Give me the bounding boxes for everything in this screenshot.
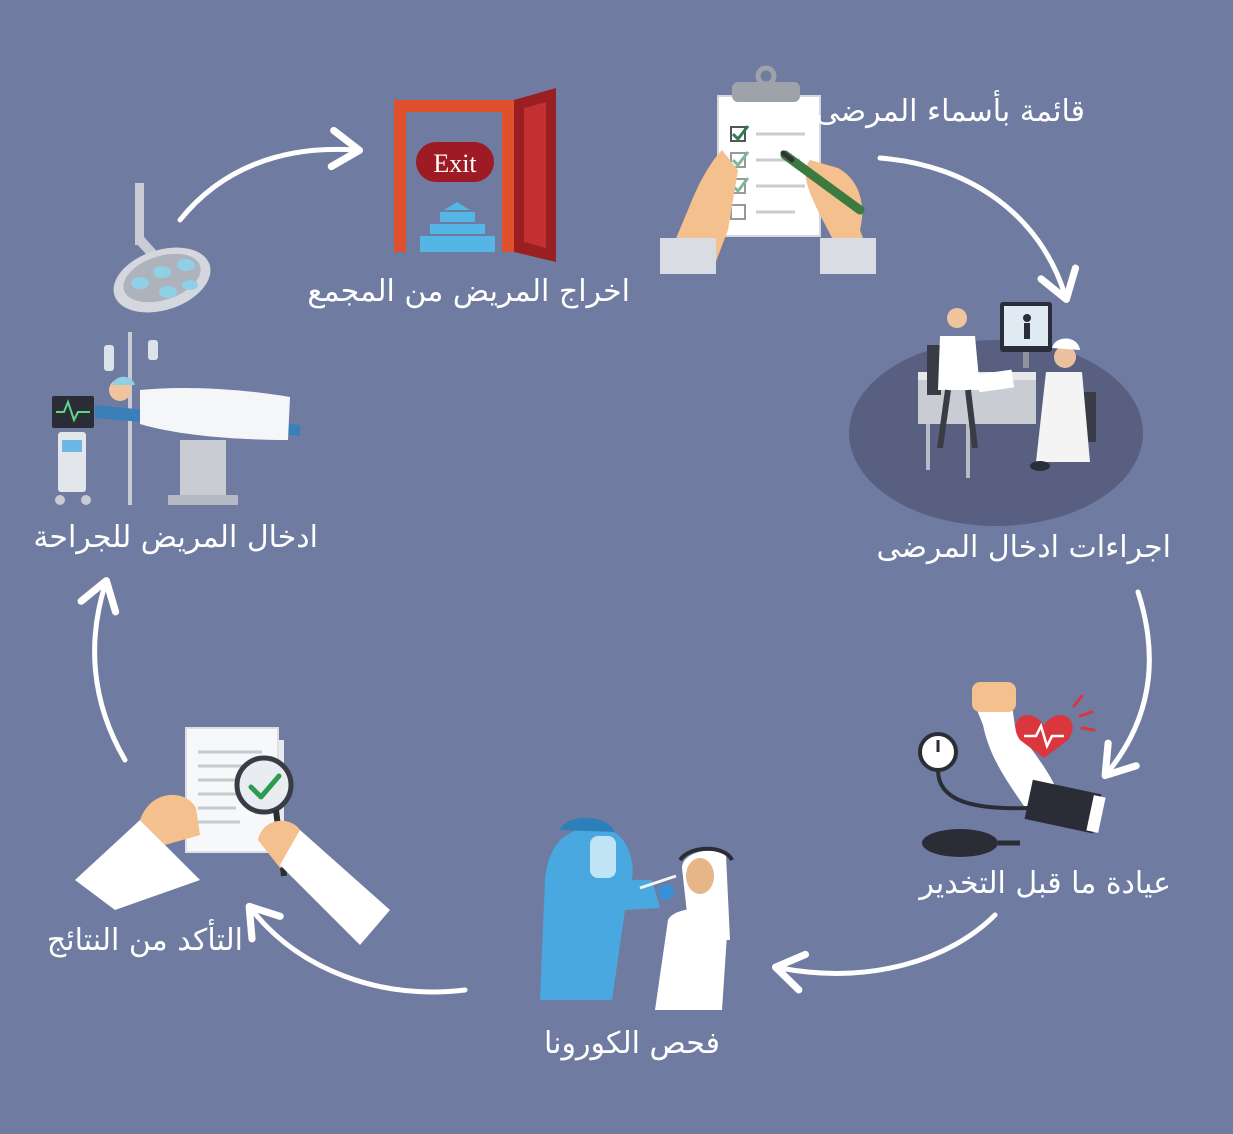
step-label-verify-results: التأكد من النتائج — [46, 923, 243, 958]
clipboard-icon — [660, 65, 876, 274]
arrow-list-to-admission — [877, 155, 1080, 303]
step-label-surgery-admission: ادخال المريض للجراحة — [33, 520, 318, 555]
exit-sign-text: Exit — [433, 149, 477, 178]
covid-test-icon — [540, 817, 734, 1010]
verify-document-icon — [75, 727, 390, 945]
step-label-discharge: اخراج المريض من المجمع — [307, 274, 630, 309]
step-label-pre-anesthesia: عيادة ما قبل التخدير — [919, 866, 1171, 901]
blood-pressure-icon — [918, 682, 1106, 857]
arrow-admission-to-anesthesia — [1101, 589, 1152, 780]
arrow-results-to-surgery — [77, 577, 128, 763]
step-label-admission: اجراءات ادخال المرضى — [876, 530, 1171, 565]
step-label-covid-test: فحص الكورونا — [543, 1026, 720, 1061]
surgical-lamp-icon — [113, 183, 211, 313]
surgery-bed-icon — [52, 332, 300, 505]
step-label-patient-list: قائمة بأسماء المرضى — [815, 94, 1085, 129]
arrow-covid-to-results — [245, 902, 468, 995]
consultation-icon — [849, 302, 1143, 526]
exit-door-icon: Exit — [394, 88, 556, 262]
arrow-anesthesia-to-covid — [771, 912, 998, 994]
arrow-lamp-to-exit — [177, 126, 364, 223]
cycle-arrows — [77, 126, 1152, 995]
